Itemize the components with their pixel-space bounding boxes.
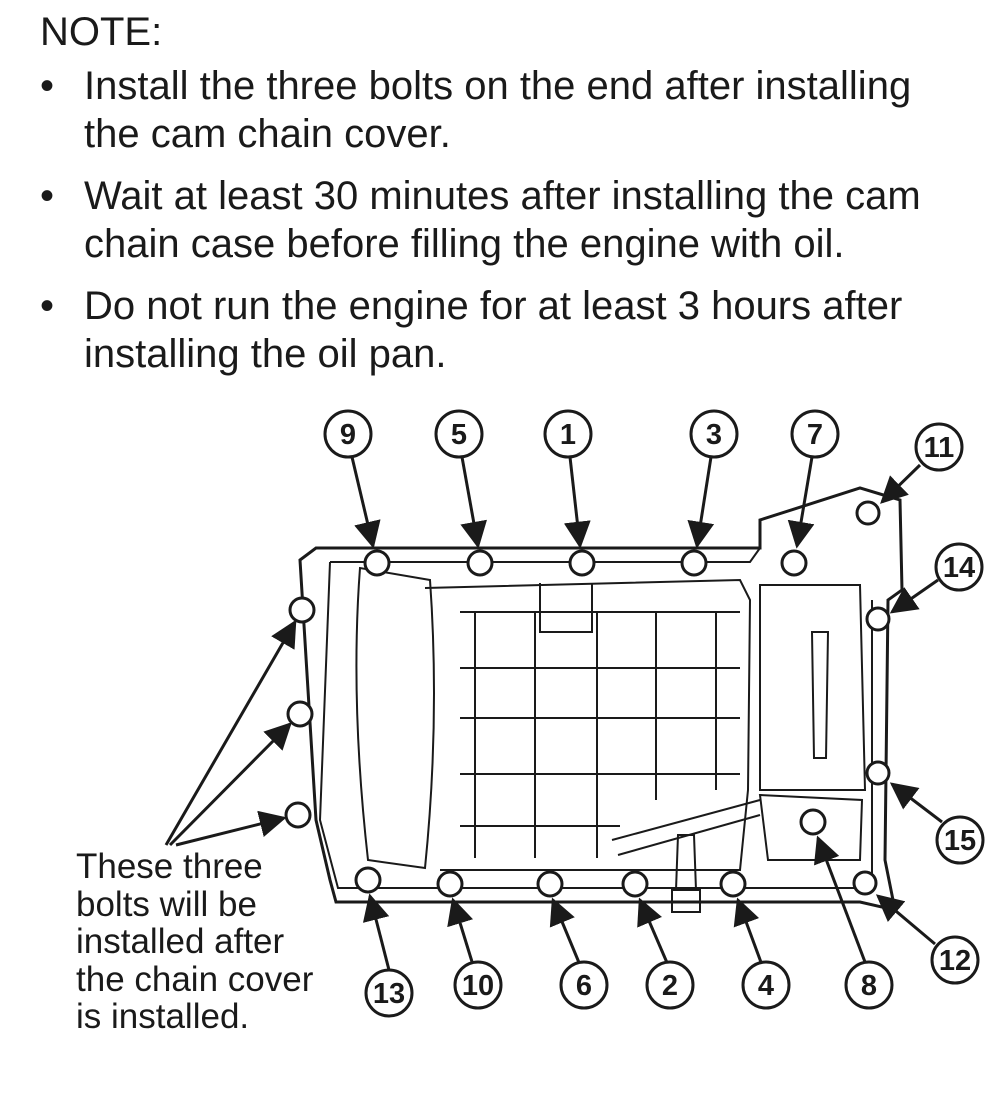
note-item-line: installing the oil pan.: [84, 332, 447, 376]
end-bolts-caption: These three bolts will be installed afte…: [76, 848, 313, 1036]
callout-7: 7: [790, 409, 840, 459]
bolt-9: [363, 549, 391, 577]
svg-text:4: 4: [758, 970, 774, 1002]
callout-4: 4: [741, 960, 791, 1010]
bolt-3: [680, 549, 708, 577]
bolt-11: [855, 500, 881, 526]
svg-text:14: 14: [943, 552, 975, 584]
svg-text:5: 5: [451, 419, 467, 451]
svg-text:1: 1: [560, 419, 576, 451]
svg-text:9: 9: [340, 419, 356, 451]
callout-15: 15: [935, 815, 985, 865]
svg-text:2: 2: [662, 970, 678, 1002]
callout-13: 13: [364, 968, 414, 1018]
bolt-8: [799, 808, 827, 836]
bolt-2: [621, 870, 649, 898]
oil-pan-outline: [298, 486, 904, 913]
callout-11: 11: [914, 422, 964, 472]
svg-text:15: 15: [944, 825, 976, 857]
note-item: • Wait at least 30 minutes after install…: [38, 172, 998, 268]
svg-text:3: 3: [706, 419, 722, 451]
baffle-grid: [460, 611, 740, 858]
note-heading: NOTE:: [40, 10, 163, 54]
bolt-15: [865, 760, 891, 786]
bullet-icon: •: [40, 64, 55, 108]
note-item-line: Install the three bolts on the end after…: [84, 64, 912, 108]
note-item-line: the cam chain cover.: [84, 112, 451, 156]
note-item: • Install the three bolts on the end aft…: [38, 62, 998, 158]
callout-6: 6: [559, 960, 609, 1010]
svg-text:6: 6: [576, 970, 592, 1002]
note-item: • Do not run the engine for at least 3 h…: [38, 282, 998, 378]
bolt-end-top: [288, 596, 316, 624]
svg-text:11: 11: [924, 432, 955, 464]
bolt-5: [466, 549, 494, 577]
caption-line: is installed.: [76, 997, 250, 1036]
caption-line: the chain cover: [76, 959, 314, 999]
callout-2: 2: [645, 960, 695, 1010]
note-list: • Install the three bolts on the end aft…: [38, 62, 998, 392]
svg-text:13: 13: [373, 978, 405, 1010]
caption-line: bolts will be: [76, 884, 257, 924]
callout-9: 9: [323, 409, 373, 459]
svg-text:12: 12: [939, 945, 971, 977]
bullet-icon: •: [40, 174, 55, 218]
bolt-callouts: 9 5 1 3 7 11 14 15 12 8 4 2 6 10 13: [323, 409, 985, 1018]
caption-line: installed after: [76, 922, 285, 961]
bolt-end-middle: [286, 700, 314, 728]
callout-14: 14: [934, 542, 984, 592]
note-item-line: Wait at least 30 minutes after installin…: [84, 174, 921, 218]
bolt-10: [436, 870, 464, 898]
svg-text:10: 10: [462, 970, 494, 1002]
bolt-6: [536, 870, 564, 898]
bolt-12: [852, 870, 878, 896]
bolt-end-bottom: [284, 801, 312, 829]
bolt-7: [780, 549, 808, 577]
bolt-4: [719, 870, 747, 898]
bolt-14: [865, 606, 891, 632]
note-item-line: Do not run the engine for at least 3 hou…: [84, 284, 903, 328]
bolt-heads: [284, 500, 891, 898]
bolt-13: [354, 866, 382, 894]
callout-10: 10: [453, 960, 503, 1010]
callout-arrows: [164, 456, 943, 971]
svg-text:7: 7: [807, 419, 823, 451]
bullet-icon: •: [40, 284, 55, 328]
callout-5: 5: [434, 409, 484, 459]
callout-1: 1: [543, 409, 593, 459]
bolt-1: [568, 549, 596, 577]
note-item-line: chain case before filling the engine wit…: [84, 222, 845, 266]
callout-3: 3: [689, 409, 739, 459]
svg-text:8: 8: [861, 970, 877, 1002]
callout-8: 8: [844, 960, 894, 1010]
callout-12: 12: [930, 935, 980, 985]
caption-line: These three: [76, 847, 263, 886]
